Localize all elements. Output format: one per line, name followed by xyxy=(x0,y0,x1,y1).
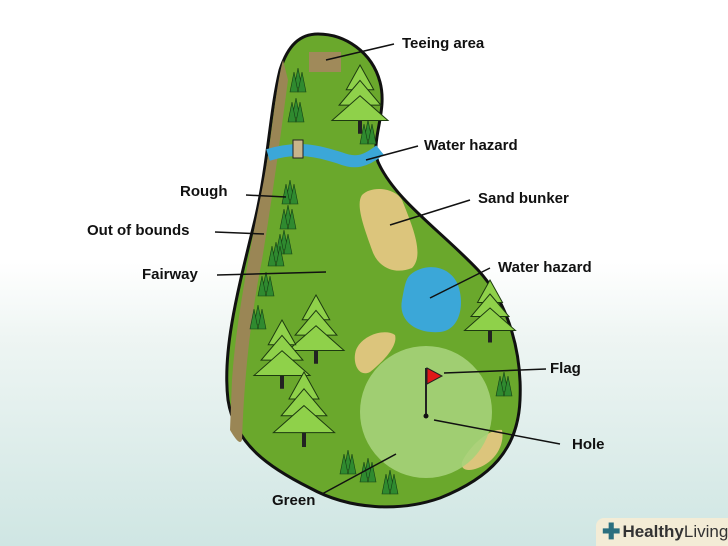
pine-tree-small xyxy=(359,119,377,145)
pine-tree-small xyxy=(381,469,399,495)
label-water-hazard-pond: Water hazard xyxy=(498,259,592,276)
label-rough: Rough xyxy=(180,183,228,200)
logo-light-text: Living xyxy=(683,522,728,541)
sand-bunker xyxy=(359,188,418,271)
hole xyxy=(423,413,429,419)
pine-tree-large xyxy=(330,63,390,134)
leader-lines xyxy=(214,43,561,495)
pine-tree-small xyxy=(279,204,297,230)
sand-bunker-right xyxy=(461,429,503,470)
pine-tree-small xyxy=(249,304,267,330)
label-green: Green xyxy=(272,492,316,509)
pine-tree-small xyxy=(339,449,357,475)
water-hazard-stream xyxy=(266,144,384,168)
pine-tree-large xyxy=(463,278,517,343)
pine-tree-small xyxy=(267,241,285,267)
pine-tree-small xyxy=(275,229,293,255)
pine-tree-small xyxy=(257,271,275,297)
pine-tree-small xyxy=(281,179,299,205)
label-out-of-bounds: Out of bounds xyxy=(87,222,190,239)
label-teeing-area: Teeing area xyxy=(402,35,485,52)
label-fairway: Fairway xyxy=(142,266,198,283)
pine-tree-large xyxy=(272,370,336,447)
pine-tree-large xyxy=(286,293,346,364)
plus-leaf-icon: ✚ xyxy=(602,519,621,544)
pine-tree-small xyxy=(289,67,307,93)
sand-bunker-small xyxy=(354,332,396,374)
label-sand-bunker: Sand bunker xyxy=(478,190,569,207)
pine-tree-small xyxy=(287,97,305,123)
label-flag: Flag xyxy=(550,360,581,377)
healthy-living-logo: ✚ Healthy Living xyxy=(596,518,728,546)
flag xyxy=(426,367,444,385)
pine-tree-small xyxy=(495,371,513,397)
pine-tree-large xyxy=(252,318,312,389)
label-hole: Hole xyxy=(572,436,605,453)
bridge xyxy=(292,139,304,159)
teeing-area xyxy=(309,52,341,72)
logo-bold-text: Healthy xyxy=(622,522,684,541)
label-water-hazard-stream: Water hazard xyxy=(424,137,518,154)
water-hazard-pond xyxy=(401,267,461,333)
